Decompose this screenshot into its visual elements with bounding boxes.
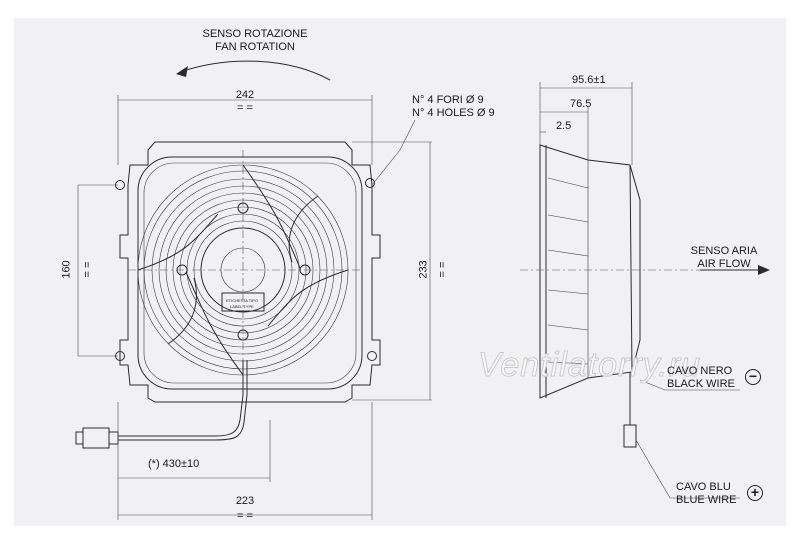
holes-label-en: N° 4 HOLES Ø 9 xyxy=(412,107,495,119)
hole-bottom-right xyxy=(367,351,377,361)
label-plate-line1: ETICHETTA TIPO xyxy=(226,298,259,303)
minus-icon: − xyxy=(745,369,761,385)
dim-width-bottom: 223 xyxy=(235,495,255,507)
dim-depth-total: 95.6±1 xyxy=(572,74,606,86)
dim-height-right: 233 xyxy=(417,260,430,279)
dim-cable-length: (*) 430±10 xyxy=(148,458,200,470)
dim-width-top: 242 xyxy=(235,89,255,101)
dim-height-left-equal: = = xyxy=(81,261,94,278)
plus-icon: + xyxy=(747,485,763,501)
dim-width-bottom-equal: = = xyxy=(237,510,253,522)
shroud-inner xyxy=(143,162,357,384)
airflow-label-en: AIR FLOW xyxy=(697,258,751,270)
dim-depth-flange: 2.5 xyxy=(556,120,572,132)
holes-label-it: N° 4 FORI Ø 9 xyxy=(412,94,484,106)
watermark: Ventilatorry.ru xyxy=(478,346,701,385)
blue-wire-label-en: BLUE WIRE xyxy=(676,494,737,506)
dim-height-left: 160 xyxy=(60,260,73,279)
frame-outline xyxy=(119,141,381,403)
dim-height-right-equal: = = xyxy=(436,261,449,278)
dim-depth-body: 76.5 xyxy=(570,98,592,110)
power-cable xyxy=(118,360,244,437)
label-plate-line2: LABEL TYPE xyxy=(230,304,254,309)
black-wire-label-it: CAVO NERO xyxy=(667,365,733,377)
blue-wire-label-it: CAVO BLU xyxy=(676,481,731,493)
rotation-label-en: FAN ROTATION xyxy=(215,41,295,53)
rotation-label-it: SENSO ROTAZIONE xyxy=(202,28,308,40)
front-view xyxy=(75,60,381,449)
rotation-arc xyxy=(179,60,331,81)
drawing-sheet xyxy=(14,18,786,526)
airflow-label-it: SENSO ARIA xyxy=(690,245,758,257)
shroud xyxy=(137,156,363,390)
hole-top-right xyxy=(365,178,375,188)
dim-width-top-equal: = = xyxy=(237,102,253,114)
black-wire-label-en: BLACK WIRE xyxy=(667,378,735,390)
side-connector xyxy=(623,424,637,448)
side-view xyxy=(520,82,770,499)
connector xyxy=(82,427,110,449)
front-dimensions xyxy=(77,95,432,520)
